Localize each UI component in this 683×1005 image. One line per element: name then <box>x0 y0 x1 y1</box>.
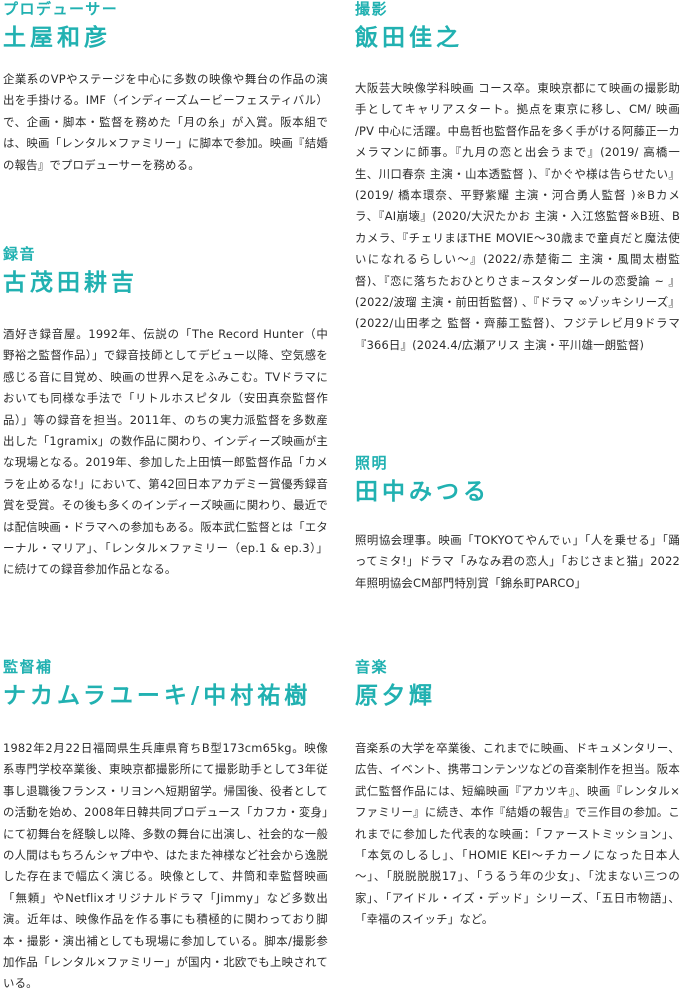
staff-bio: 企業系のVPやステージを中心に多数の映像や舞台の作品の演出を手掛ける。IMF（イ… <box>3 72 328 172</box>
staff-music: 音楽 原夕輝 音楽系の大学を卒業後、これまでに映画、ドキュメンタリー、広告、イベ… <box>355 658 680 926</box>
role-label: 録音 <box>3 245 37 263</box>
role-label: 照明 <box>355 454 389 472</box>
staff-lighting: 照明 田中みつる 照明協会理事。映画「TOKYOてやんでぃ」「人を乗せる」「踊っ… <box>355 454 680 590</box>
staff-producer: プロデューサー 土屋和彦 企業系のVPやステージを中心に多数の映像や舞台の作品の… <box>3 0 328 172</box>
staff-name: 古茂田耕吉 <box>3 270 138 296</box>
staff-bio: 音楽系の大学を卒業後、これまでに映画、ドキュメンタリー、広告、イベント、携帯コン… <box>355 741 680 927</box>
role-label: 撮影 <box>355 0 389 18</box>
staff-sound: 録音 古茂田耕吉 酒好き録音屋。1992年、伝説の「The Record Hun… <box>3 245 328 576</box>
staff-bio: 照明協会理事。映画「TOKYOてやんでぃ」「人を乗せる」「踊ってミタ!」ドラマ「… <box>355 533 680 590</box>
staff-bio: 酒好き録音屋。1992年、伝説の「The Record Hunter（中野裕之監… <box>3 327 328 577</box>
staff-bio: 1982年2月22日福岡県生兵庫県育ちB型173cm65kg。映像系専門学校卒業… <box>3 741 328 991</box>
staff-name: 田中みつる <box>355 479 490 505</box>
staff-assistant-director: 監督補 ナカムラユーキ/中村祐樹 1982年2月22日福岡県生兵庫県育ちB型17… <box>3 658 328 990</box>
role-label: 音楽 <box>355 658 389 676</box>
staff-bio: 大阪芸大映像学科映画 コース卒。東映京都にて映画の撮影助手としてキャリアスタート… <box>355 81 680 352</box>
staff-name: 飯田佳之 <box>355 25 463 51</box>
staff-name: 原夕輝 <box>355 683 436 709</box>
staff-cinematography: 撮影 飯田佳之 大阪芸大映像学科映画 コース卒。東映京都にて映画の撮影助手として… <box>355 0 680 352</box>
staff-name: ナカムラユーキ/中村祐樹 <box>3 683 312 709</box>
role-label: 監督補 <box>3 658 53 676</box>
staff-name: 土屋和彦 <box>3 25 111 51</box>
role-label: プロデューサー <box>3 0 119 18</box>
